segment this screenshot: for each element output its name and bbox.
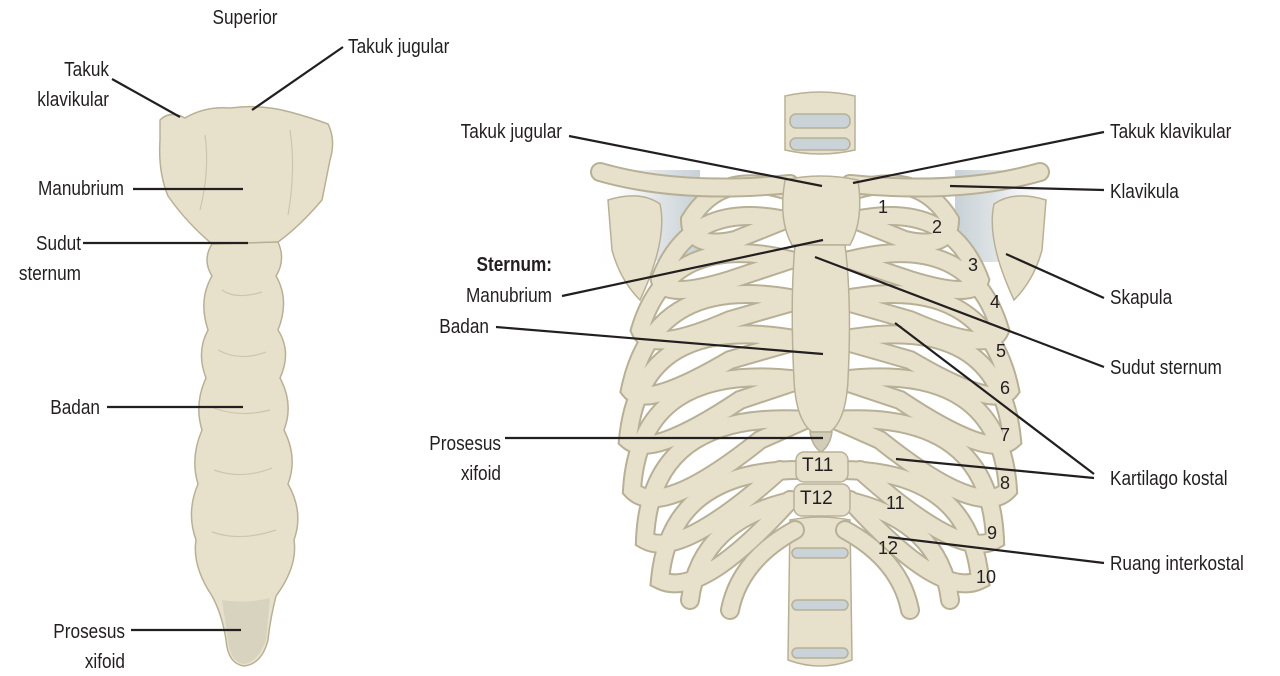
costal-cartilage-label: Kartilago kostal <box>1110 468 1228 490</box>
rib-number-5: 5 <box>996 341 1007 361</box>
vertebra-t11-label: T11 <box>802 455 834 476</box>
scapula-label: Skapula <box>1110 287 1173 309</box>
left-jugular-notch-label: Takuk jugular <box>348 36 450 58</box>
left-clavicular-notch-label-1: Takuk <box>64 59 109 81</box>
scapula-left <box>607 195 663 302</box>
right-jugular-notch-label: Takuk jugular <box>460 121 562 143</box>
rib-number-12: 12 <box>878 538 899 558</box>
sternum-heading-label: Sternum: <box>476 254 552 276</box>
leader-lines <box>83 46 1105 632</box>
clavicle-label: Klavikula <box>1110 181 1179 203</box>
vertebral-column <box>784 91 856 667</box>
left-manubrium-label: Manubrium <box>37 178 124 200</box>
scapula-right <box>991 195 1047 302</box>
right-manubrium-label: Manubrium <box>465 285 552 307</box>
left-xiphoid-label-1: Prosesus <box>53 621 125 643</box>
left-sternum <box>158 105 334 667</box>
rib-number-6: 6 <box>1000 378 1011 398</box>
left-body-label: Badan <box>50 397 100 419</box>
right-body-label: Badan <box>439 316 489 338</box>
left-xiphoid-label-2: xifoid <box>84 651 125 673</box>
left-bone-texture <box>199 129 294 538</box>
right-sternal-angle-label: Sudut sternum <box>1110 357 1222 379</box>
rib-number-7: 7 <box>1000 425 1011 445</box>
right-xiphoid-label-2: xifoid <box>460 463 501 485</box>
left-sternal-angle-label-2: sternum <box>18 263 81 285</box>
orientation-superior-label: Superior <box>212 7 278 29</box>
intercostal-space-label: Ruang interkostal <box>1110 553 1244 575</box>
right-xiphoid-label-1: Prosesus <box>429 433 501 455</box>
rib-number-10: 10 <box>976 567 997 587</box>
rib-number-11: 11 <box>886 493 905 513</box>
left-manubrium-shape <box>158 105 334 245</box>
right-clavicular-notch-label: Takuk klavikular <box>1110 121 1232 143</box>
rib-cage-sternum <box>781 175 861 453</box>
rib-number-9: 9 <box>987 523 998 543</box>
left-xiphoid-shade <box>222 598 270 664</box>
rib-number-3: 3 <box>968 255 979 275</box>
left-clavicular-notch-label-2: klavikular <box>37 89 109 111</box>
left-sternal-angle-label-1: Sudut <box>36 233 81 255</box>
rib-number-8: 8 <box>1000 473 1011 493</box>
rib-number-4: 4 <box>990 292 1001 312</box>
vertebra-t12-label: T12 <box>800 488 833 509</box>
rib-number-1: 1 <box>878 197 889 217</box>
rib-number-2: 2 <box>932 217 943 237</box>
left-body-shape <box>190 241 299 667</box>
thoracic-vertebrae <box>793 451 851 517</box>
